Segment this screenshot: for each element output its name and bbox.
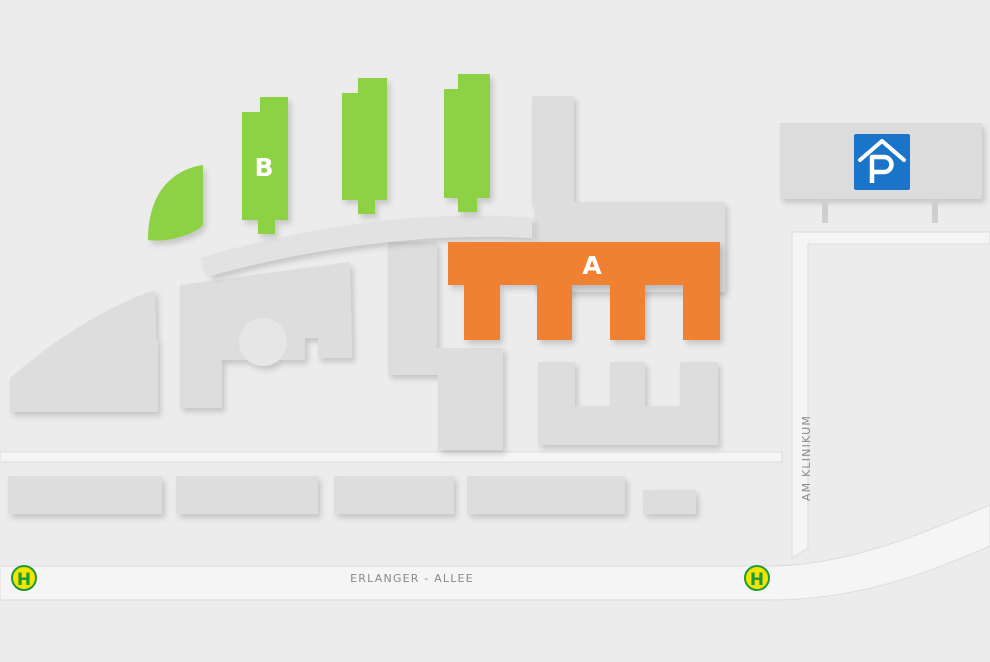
- parking-garage-pillar-1: [822, 199, 828, 223]
- building-rotunda: [239, 318, 287, 366]
- building-comb-south: [538, 362, 718, 445]
- building-row-2: [176, 476, 318, 514]
- building-row-3: [334, 476, 454, 514]
- main-road: [0, 504, 990, 601]
- building-center-l: [388, 242, 503, 450]
- parking-garage: [780, 123, 982, 223]
- building-b-wing-3: [444, 74, 490, 212]
- building-row-1: [8, 476, 162, 514]
- building-west-block: [70, 340, 158, 412]
- parking-icon[interactable]: [854, 134, 910, 190]
- building-b[interactable]: B: [148, 74, 490, 241]
- street-label-am-klinikum: AM KLINIKUM: [800, 415, 813, 501]
- building-row-4: [467, 476, 625, 514]
- parking-garage-pillar-2: [932, 199, 938, 223]
- bus-stop-icon-east[interactable]: H: [744, 565, 770, 591]
- building-a[interactable]: A: [448, 242, 720, 340]
- building-tower: [532, 96, 574, 206]
- curved-walkway: [200, 215, 532, 276]
- bus-stop-label-east: H: [750, 570, 764, 590]
- roads: [0, 231, 990, 601]
- building-row-5: [643, 490, 696, 514]
- building-b-wing-1: [242, 97, 288, 234]
- building-b-oval: [148, 165, 203, 241]
- campus-road: [0, 451, 783, 463]
- bus-stop-label-west: H: [17, 570, 31, 590]
- building-b-label: B: [254, 153, 273, 182]
- bus-stop-icon-west[interactable]: H: [11, 565, 37, 591]
- street-label-erlanger-allee: ERLANGER - ALLEE: [350, 572, 474, 585]
- side-road: [791, 231, 990, 559]
- building-b-wing-2: [342, 78, 387, 214]
- building-a-label: A: [582, 251, 602, 280]
